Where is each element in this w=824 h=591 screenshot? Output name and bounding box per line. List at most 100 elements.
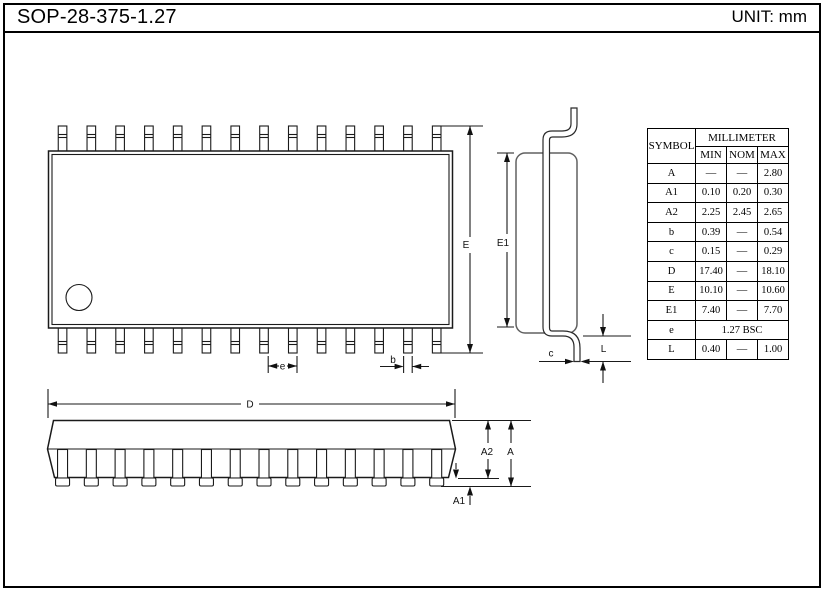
title-bar: SOP-28-375-1.27 UNIT: mm bbox=[3, 3, 821, 33]
pin bbox=[144, 125, 154, 152]
package-body-inner-outline bbox=[51, 153, 450, 326]
lead bbox=[373, 448, 385, 479]
lead-foot bbox=[227, 477, 243, 487]
table-subheader-row: MIN NOM MAX bbox=[648, 146, 789, 164]
dimension-label-c: c bbox=[549, 349, 554, 360]
pin bbox=[144, 327, 154, 354]
lead bbox=[402, 448, 414, 479]
dimension-label-A2: A2 bbox=[481, 447, 494, 458]
lead-foot bbox=[429, 477, 445, 487]
lead-foot bbox=[400, 477, 416, 487]
A-dimension: A bbox=[441, 420, 531, 488]
pin bbox=[86, 327, 97, 354]
lead bbox=[143, 448, 155, 479]
L-dimension: L bbox=[583, 314, 631, 383]
front-view-leads bbox=[54, 448, 445, 487]
pin bbox=[230, 125, 241, 152]
lead bbox=[114, 448, 126, 479]
dimension-label-L: L bbox=[601, 344, 607, 355]
lead-profile bbox=[542, 107, 581, 363]
lead-foot bbox=[314, 477, 330, 487]
dimension-label-A: A bbox=[507, 447, 514, 458]
pin bbox=[57, 327, 68, 354]
E1-dimension: E1 bbox=[497, 152, 514, 328]
A1-dimension: A1 bbox=[453, 463, 473, 507]
package-body-top-view bbox=[47, 150, 454, 329]
dimension-label-e: e bbox=[280, 362, 286, 373]
pin bbox=[201, 125, 212, 152]
lead bbox=[200, 448, 212, 479]
A2-dimension: A2 bbox=[452, 419, 531, 480]
pin bbox=[172, 327, 183, 354]
col-header-max: MAX bbox=[757, 146, 789, 164]
col-header-min: MIN bbox=[695, 146, 727, 164]
top-view-pins-top bbox=[57, 125, 442, 152]
pin1-marker bbox=[65, 283, 93, 312]
lead bbox=[287, 448, 299, 479]
lead-foot bbox=[83, 477, 99, 487]
D-dimension: D bbox=[47, 389, 456, 418]
pin bbox=[431, 327, 442, 354]
b-dimension: b bbox=[380, 355, 429, 373]
lead bbox=[229, 448, 241, 479]
lead bbox=[316, 448, 328, 479]
pin bbox=[86, 125, 97, 152]
pin bbox=[374, 327, 384, 354]
lead bbox=[172, 448, 184, 479]
lead-foot bbox=[342, 477, 358, 487]
side-view: E1 L c bbox=[497, 107, 631, 383]
pin bbox=[201, 327, 212, 354]
lead-foot bbox=[198, 477, 214, 487]
dimension-label-b: b bbox=[390, 355, 396, 366]
top-view: E e b bbox=[47, 125, 483, 373]
pin bbox=[287, 327, 298, 354]
pin bbox=[403, 125, 413, 152]
dimension-label-D: D bbox=[246, 400, 253, 411]
pin bbox=[230, 327, 241, 354]
lead-foot bbox=[285, 477, 301, 487]
dimension-table: SYMBOL MILLIMETER MIN NOM MAX A——2.80 A1… bbox=[647, 128, 789, 360]
E-dimension: E bbox=[441, 125, 483, 354]
pin bbox=[57, 125, 68, 152]
pin bbox=[316, 125, 327, 152]
table-row: A——2.80 bbox=[647, 163, 789, 184]
lead-foot bbox=[54, 477, 71, 487]
pin bbox=[316, 327, 327, 354]
lead bbox=[85, 448, 97, 479]
unit-label: UNIT: mm bbox=[731, 7, 807, 26]
lead bbox=[56, 448, 69, 479]
drawing-title: SOP-28-375-1.27 bbox=[17, 5, 177, 28]
table-header-symbol: SYMBOL bbox=[647, 128, 696, 164]
lead bbox=[431, 448, 443, 479]
dimension-label-E: E bbox=[463, 240, 470, 251]
top-view-pins-bottom bbox=[57, 327, 442, 354]
lead bbox=[344, 448, 356, 479]
front-view: D A2 A bbox=[46, 389, 531, 507]
lead-foot bbox=[371, 477, 387, 487]
pin bbox=[287, 125, 298, 152]
lead-foot bbox=[141, 477, 157, 487]
lead bbox=[258, 448, 270, 479]
lead-foot bbox=[112, 477, 128, 487]
pin bbox=[431, 125, 442, 152]
pin bbox=[259, 327, 269, 354]
e-dimension: e bbox=[267, 356, 298, 373]
pin bbox=[115, 327, 125, 354]
pin bbox=[403, 327, 413, 354]
pin bbox=[259, 125, 269, 152]
lead-foot bbox=[256, 477, 272, 487]
pin bbox=[345, 327, 356, 354]
pin bbox=[345, 125, 356, 152]
pin bbox=[115, 125, 125, 152]
c-dimension: c bbox=[539, 349, 590, 365]
table-header-row: SYMBOL MILLIMETER bbox=[647, 128, 789, 164]
